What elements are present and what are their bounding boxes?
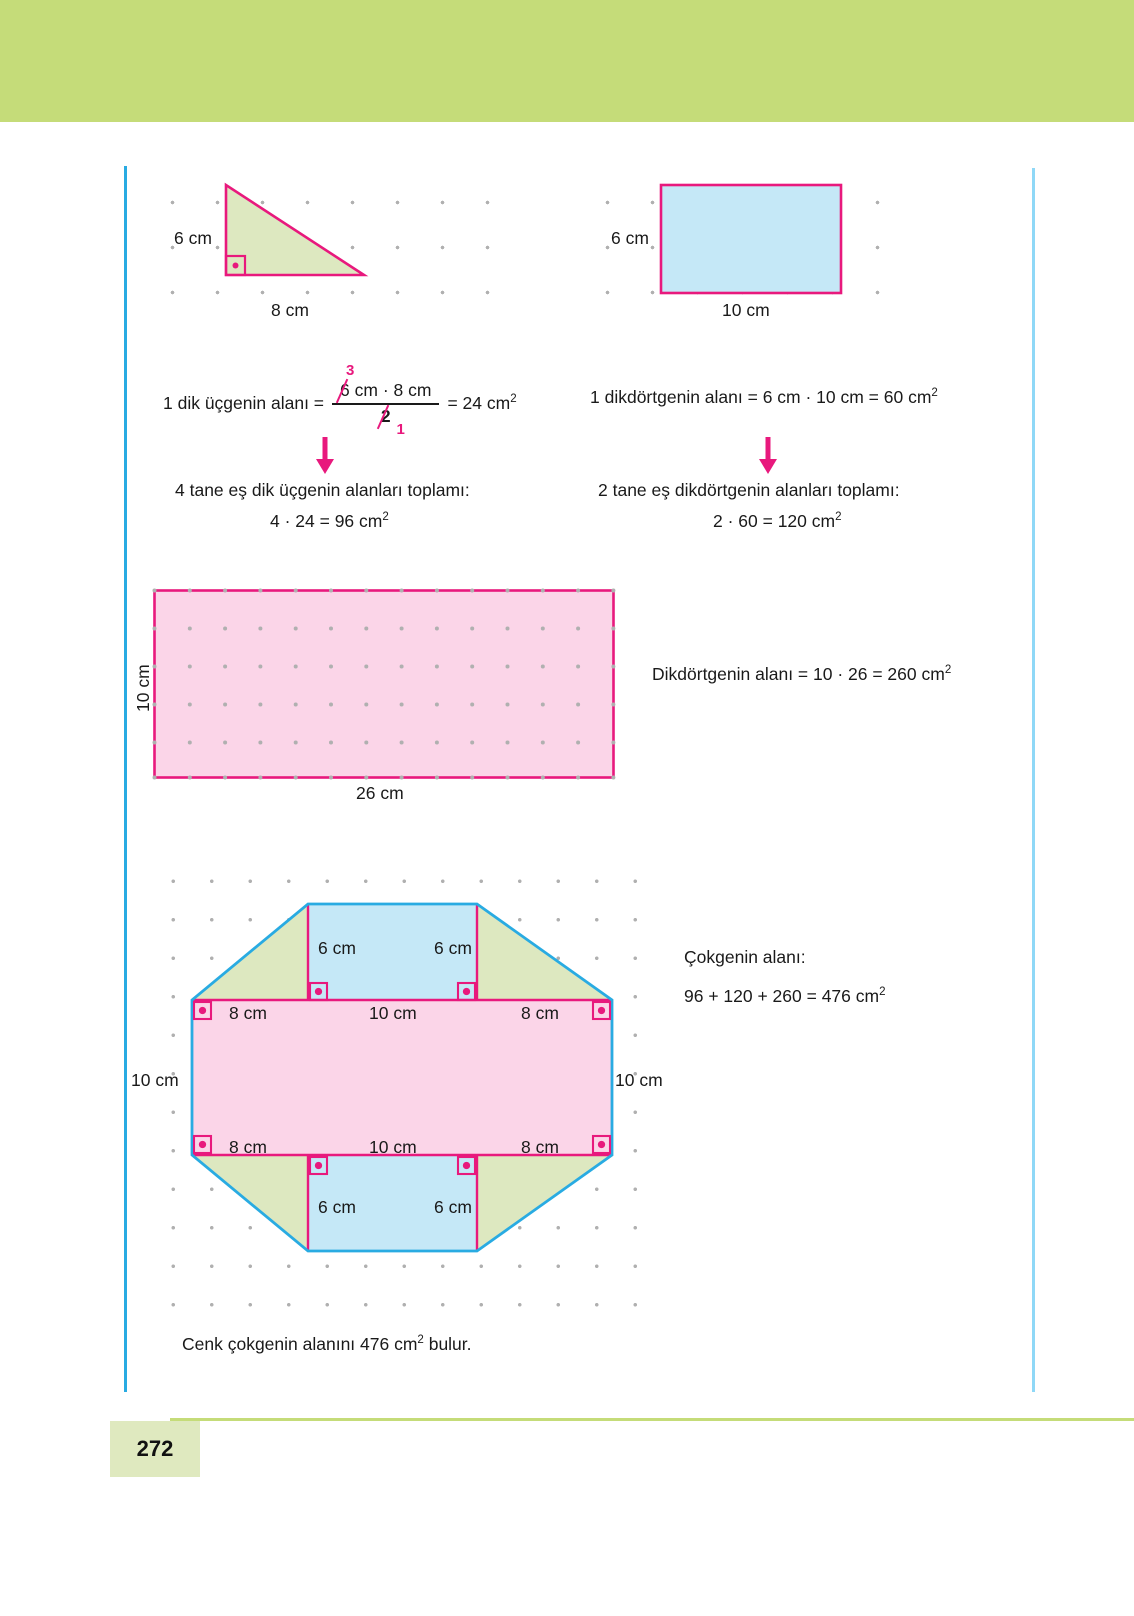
struck-two: 2 [380,405,391,426]
triangle-result-text: = 24 cm [447,392,511,413]
rectangle-formula-text: 1 dikdörtgenin alanı = 6 cm · 10 cm = 60… [590,387,932,407]
polygon-label-left-10: 10 cm [131,1070,179,1090]
big-rectangle-dots [152,588,616,780]
conclusion-part1: Cenk çokgenin alanını 476 cm [182,1334,418,1354]
polygon-label-upper-right-8: 8 cm [521,1003,559,1023]
page-number-box [110,1421,200,1477]
rectangle-area-formula: 1 dikdörtgenin alanı = 6 cm · 10 cm = 60… [590,387,938,409]
arrow-down-right-icon [759,437,777,474]
triangle-sum-value: 4 · 24 = 96 cm2 [270,511,389,533]
rectangle-sum-value: 2 · 60 = 120 cm2 [713,511,842,533]
rectangle-height-label: 6 cm [611,228,649,248]
rectangle-figure [659,183,843,295]
conclusion-sentence: Cenk çokgenin alanını 476 cm2 bulur. [182,1334,472,1356]
arrow-down-left-icon [316,437,334,474]
cancel-denominator: 1 [396,420,405,438]
left-margin-rule [124,166,127,1392]
right-margin-rule [1032,168,1035,1392]
big-rectangle-area-value: Dikdörtgenin alanı = 10 · 26 = 260 cm [652,664,945,684]
right-angle-marker [308,1155,329,1176]
top-green-band [0,0,1134,122]
big-rectangle-figure [152,588,616,780]
polygon-area-value: 96 + 120 + 260 = 476 cm2 [684,986,886,1008]
right-angle-marker [591,1000,612,1021]
right-angle-marker [591,1134,612,1155]
polygon-label-upper-mid-10: 10 cm [369,1003,417,1023]
polygon-label-bottom-left-6: 6 cm [318,1197,356,1217]
polygon-area-sum: 96 + 120 + 260 = 476 cm [684,986,880,1006]
polygon-label-lower-right-8: 8 cm [521,1137,559,1157]
big-rectangle-area-exponent: 2 [944,664,952,677]
right-angle-marker [192,1134,213,1155]
triangle-result-exponent: 2 [510,393,517,406]
polygon-label-lower-left-8: 8 cm [229,1137,267,1157]
page-number: 272 [136,1436,174,1461]
rectangle-sum-title: 2 tane eş dikdörtgenin alanları toplamı: [598,480,900,500]
polygon-area-exponent: 2 [879,986,886,999]
polygon-figure [190,902,614,1253]
fraction-bar [332,402,440,405]
middle-rectangle [192,1000,612,1155]
rectangle-formula-exponent: 2 [931,387,938,400]
polygon-label-top-left-6: 6 cm [318,938,356,958]
numerator-rest: cm · 8 cm [349,380,432,400]
triangle-height-label: 6 cm [174,228,212,248]
conclusion-exponent: 2 [417,1334,424,1347]
triangle-sum-text: 4 · 24 = 96 cm [270,511,383,531]
polygon-label-right-10: 10 cm [615,1070,663,1090]
fraction-denominator: 2 [332,406,439,428]
triangle-sum-title: 4 tane eş dik üçgenin alanları toplamı: [175,480,470,500]
cap-bottom [308,1155,477,1251]
polygon-label-top-right-6: 6 cm [434,938,472,958]
polygon-label-upper-left-8: 8 cm [229,1003,267,1023]
triangle-area-formula: 1 dik üçgenin alanı = 3 6 cm · 8 cm 2 1 … [163,362,517,438]
struck-six: 6 [340,380,350,400]
triangle-formula-fraction: 3 6 cm · 8 cm 2 1 [332,362,440,438]
right-angle-marker [456,981,477,1002]
triangle-formula-result: = 24 cm2 [447,393,516,415]
right-angle-markers [192,981,612,1176]
right-angle-marker [192,1000,213,1021]
triangle-sum-exponent: 2 [382,511,389,524]
cancel-numerator: 3 [346,362,355,379]
polygon-label-bottom-right-6: 6 cm [434,1197,472,1217]
polygon-area-title: Çokgenin alanı: [684,947,806,967]
triangle-formula-lead: 1 dik üçgenin alanı = [163,392,325,413]
triangle-figure [224,182,369,277]
internal-division-lines [192,904,612,1251]
big-rectangle-area-text: Dikdörtgenin alanı = 10 · 26 = 260 cm2 [652,664,951,686]
polygon-label-lower-mid-10: 10 cm [369,1137,417,1157]
rectangle-base-label: 10 cm [722,300,770,320]
rectangle-sum-text: 2 · 60 = 120 cm [713,511,836,531]
big-rectangle-height-label: 10 cm [133,664,153,712]
right-angle-marker [308,981,329,1002]
footer-divider-line [170,1418,1134,1421]
fraction-numerator: 6 cm · 8 cm [332,380,439,402]
rectangle-sum-exponent: 2 [835,511,842,524]
cap-top [308,904,477,1000]
polygon-outline [190,902,614,1253]
big-rectangle-base-label: 26 cm [356,783,404,803]
right-angle-marker [224,254,247,277]
triangle-base-label: 8 cm [271,300,309,320]
right-angle-marker [456,1155,477,1176]
conclusion-part2: bulur. [423,1334,472,1354]
